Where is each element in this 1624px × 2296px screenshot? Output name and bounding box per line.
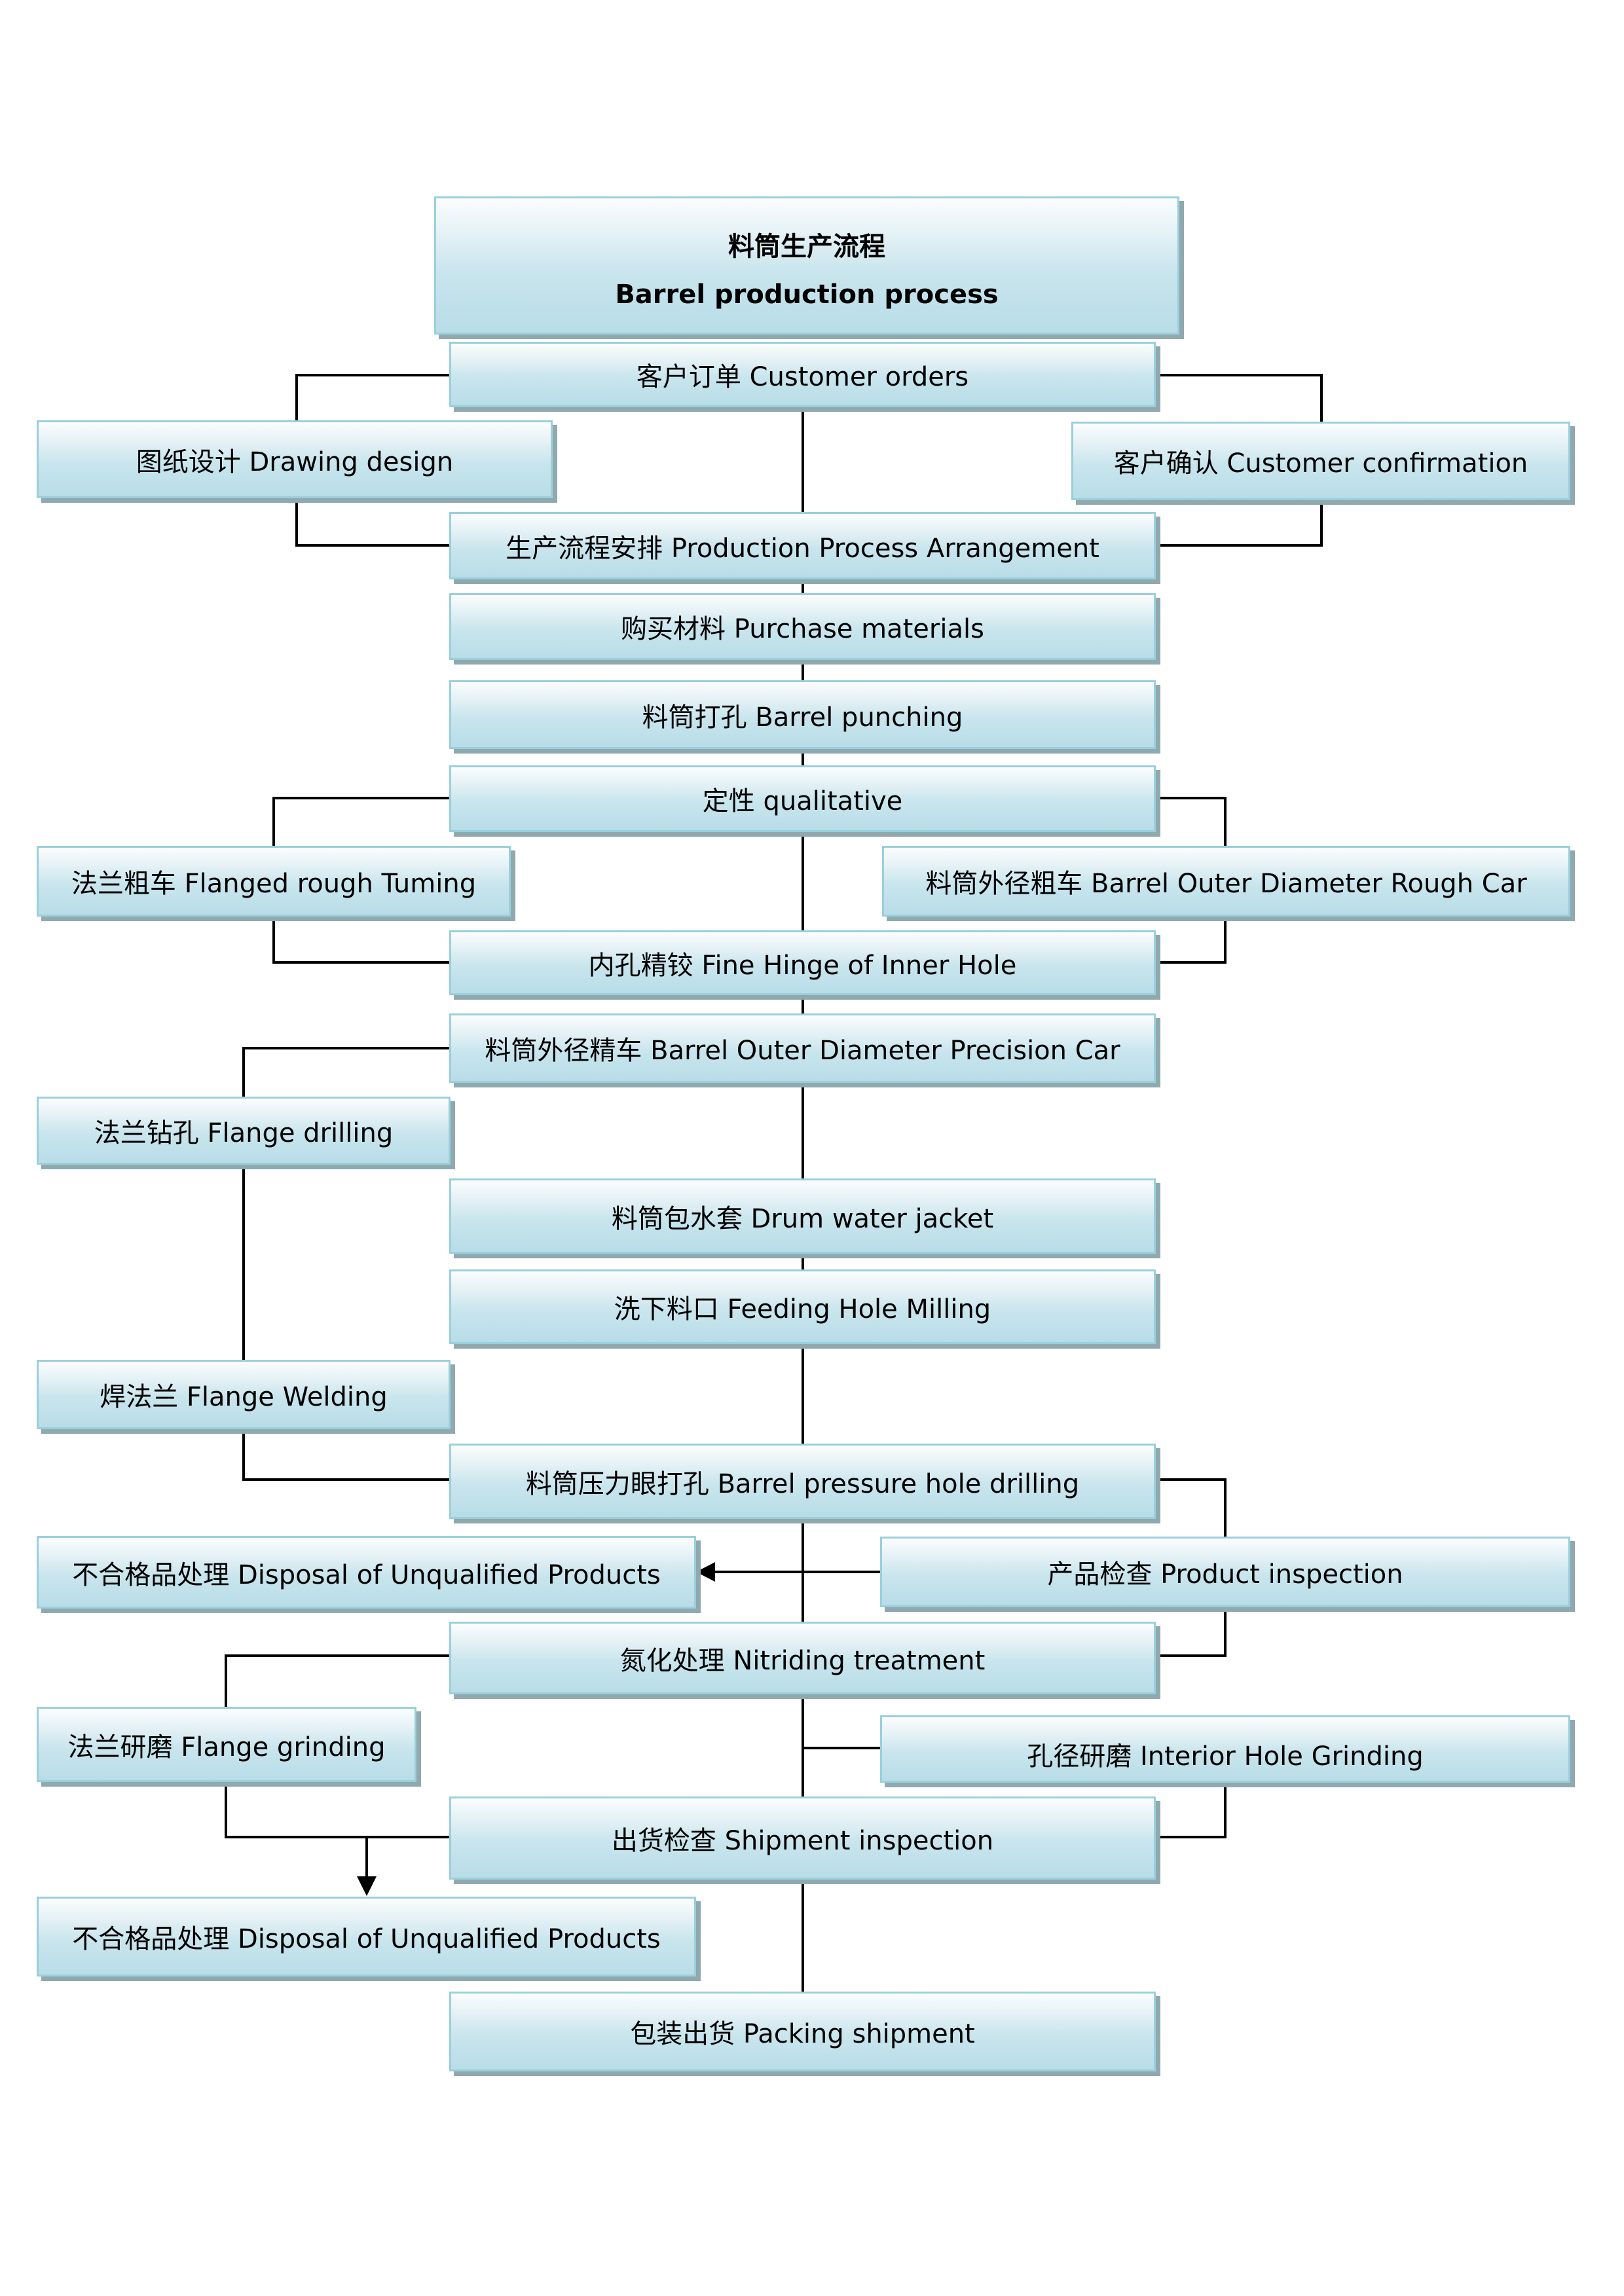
connector-drawing-arrangement [295,498,449,547]
step-disposal-unqualified-2: 不合格品处理 Disposal of Unqualified Products [37,1897,696,1977]
step-flange-welding: 焊法兰 Flange Welding [37,1360,451,1429]
step-purchase-materials: 购买材料 Purchase materials [449,593,1156,660]
connector-orders-confirmation [1156,374,1323,422]
step-flanged-rough-turning: 法兰粗车 Flanged rough Tuming [37,846,511,917]
connector-nitriding-flangegrinding [225,1654,449,1707]
step-disposal-unqualified-1: 不合格品处理 Disposal of Unqualified Products [37,1536,696,1609]
connector-odrough-finehinge [1156,917,1227,964]
connector-welding-pressure [242,1429,449,1481]
step-nitriding-treatment: 氮化处理 Nitriding treatment [449,1622,1156,1694]
connector-orders-drawing [295,374,449,420]
step-packing-shipment: 包装出货 Packing shipment [449,1992,1156,2071]
step-barrel-od-rough: 料筒外径粗车 Barrel Outer Diameter Rough Car [882,846,1570,917]
connector-nitriding-interior [802,1694,880,1749]
step-flange-grinding: 法兰研磨 Flange grinding [37,1707,416,1782]
step-shipment-inspection: 出货检查 Shipment inspection [449,1796,1156,1880]
step-customer-confirmation: 客户确认 Customer confirmation [1071,422,1570,500]
arrowhead-down [357,1876,377,1896]
connector-pressure-inspection [1156,1478,1227,1537]
step-feeding-hole-milling: 洗下料口 Feeding Hole Milling [449,1269,1156,1344]
step-barrel-punching: 料筒打孔 Barrel punching [449,680,1156,749]
step-product-inspection: 产品检查 Product inspection [880,1537,1570,1607]
step-customer-orders: 客户订单 Customer orders [449,342,1156,407]
connector-flanged-finehinge [272,917,449,964]
step-drawing-design: 图纸设计 Drawing design [37,420,553,498]
step-pressure-hole-drilling: 料筒压力眼打孔 Barrel pressure hole drilling [449,1444,1156,1519]
connector-interior-shipment [1156,1783,1227,1838]
connector-flangegrinding-shipment [225,1782,449,1838]
connector-qualitative-flanged [272,797,449,846]
diagram-title: 料筒生产流程 Barrel production process [434,196,1179,335]
step-drum-water-jacket: 料筒包水套 Drum water jacket [449,1178,1156,1254]
step-flange-drilling: 法兰钻孔 Flange drilling [37,1097,451,1165]
step-interior-hole-grinding: 孔径研磨 Interior Hole Grinding [880,1715,1570,1783]
step-barrel-od-precision: 料筒外径精车 Barrel Outer Diameter Precision C… [449,1013,1156,1083]
connector-qualitative-odrough [1156,797,1227,846]
title-zh: 料筒生产流程 [728,231,885,262]
arrowhead-left [696,1562,715,1582]
step-fine-hinge: 内孔精铰 Fine Hinge of Inner Hole [449,930,1156,995]
step-process-arrangement: 生产流程安排 Production Process Arrangement [449,512,1156,579]
step-qualitative: 定性 qualitative [449,765,1156,832]
connector-precision-drilling [242,1047,449,1097]
connector-confirmation-arrangement [1156,500,1323,547]
title-en: Barrel production process [615,280,999,310]
connector-inspection-nitriding [1156,1607,1227,1657]
